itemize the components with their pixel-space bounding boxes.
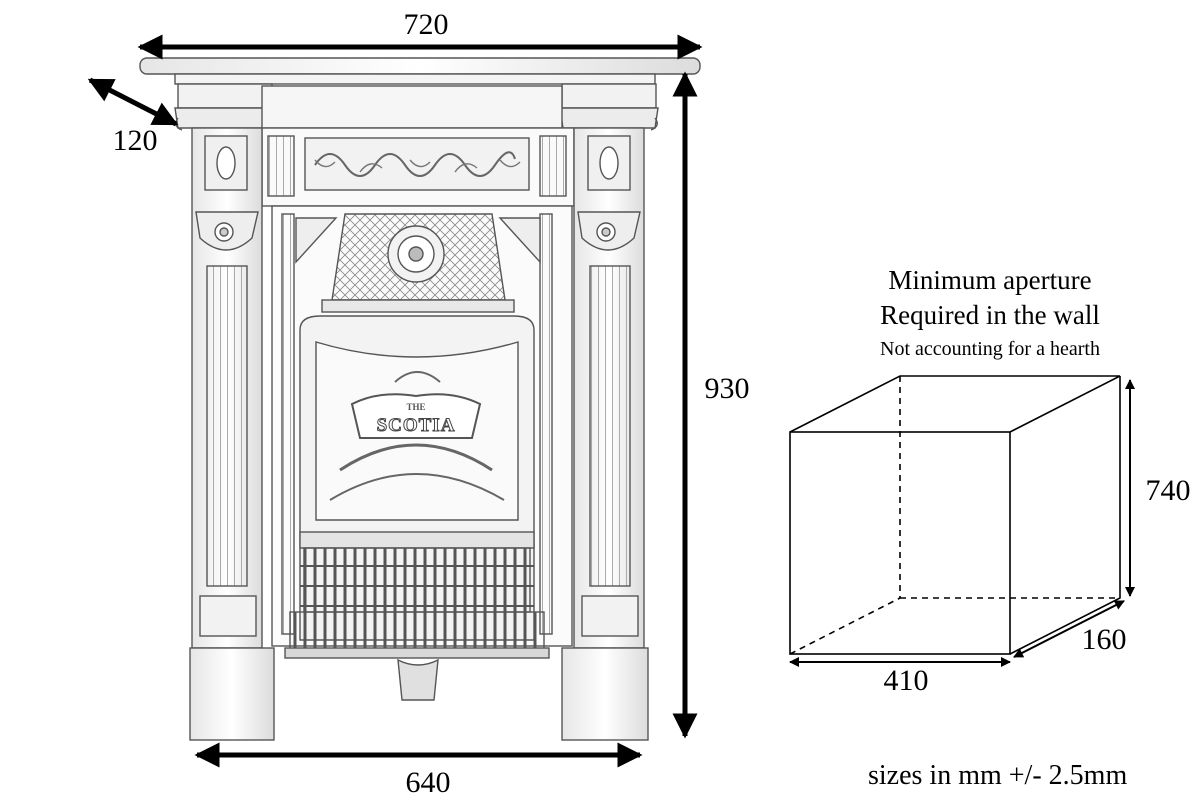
- aperture-width-label: 410: [884, 664, 929, 697]
- nameplate-name: SCOTIA: [377, 415, 456, 436]
- box-top-face: [789, 375, 1121, 433]
- fireplace-illustration: [139, 57, 701, 741]
- aperture-title-line1: Minimum aperture: [888, 265, 1092, 295]
- depth-arrow: [87, 77, 179, 127]
- aperture-subtitle: Not accounting for a hearth: [880, 338, 1100, 360]
- aperture-depth-arrow: [1013, 600, 1125, 658]
- box-front-face: [789, 431, 1011, 655]
- units-note: sizes in mm +/- 2.5mm: [868, 760, 1128, 791]
- aperture-box: [789, 375, 1121, 655]
- aperture-depth-label: 160: [1082, 623, 1127, 656]
- aperture-title-line2: Required in the wall: [880, 300, 1100, 330]
- height-label: 930: [705, 372, 750, 405]
- width-top-label: 720: [404, 8, 449, 41]
- depth-label: 120: [113, 124, 158, 157]
- width-bottom-label: 640: [406, 766, 451, 799]
- nameplate-the: THE: [406, 402, 425, 412]
- box-hidden-edge-diagonal: [789, 597, 901, 655]
- aperture-height-label: 740: [1146, 474, 1191, 507]
